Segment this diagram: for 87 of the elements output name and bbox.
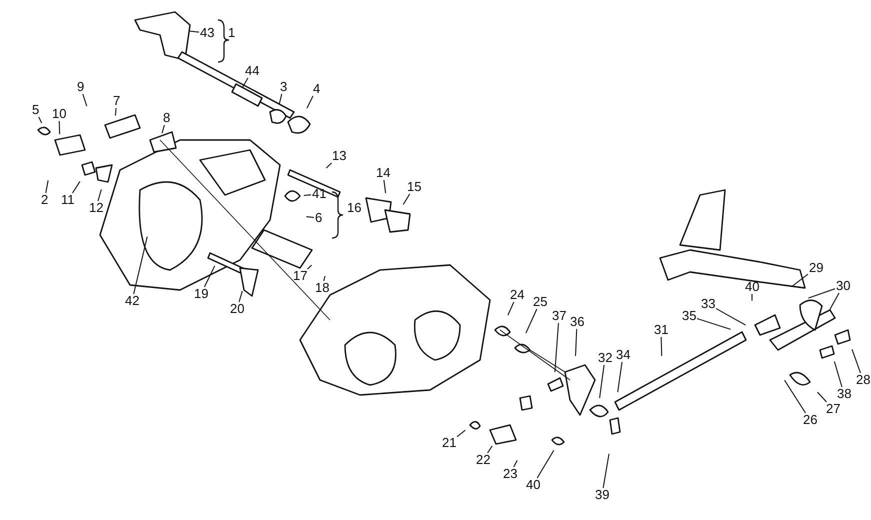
callout-number: 24 <box>509 288 526 302</box>
callout-number: 2 <box>40 193 50 207</box>
callout-number: 40 <box>744 280 760 294</box>
leader-line <box>162 124 165 134</box>
callout-number: 17 <box>292 269 308 283</box>
leader-line <box>38 116 42 124</box>
leader-line <box>326 162 332 168</box>
leader-line <box>45 180 49 194</box>
callout-number: 40 <box>525 478 542 492</box>
leader-line <box>513 460 518 468</box>
leader-line <box>242 78 248 88</box>
callout-number: 14 <box>375 166 392 180</box>
callout-number: 41 <box>311 187 328 201</box>
leader-line <box>816 392 828 402</box>
leader-line <box>599 364 605 399</box>
callout-number: 26 <box>802 413 818 427</box>
leader-line <box>278 94 282 105</box>
leader-line <box>784 380 806 414</box>
leader-line <box>98 188 102 202</box>
callout-number: 35 <box>681 309 698 323</box>
leader-line <box>808 288 836 299</box>
callout-number: 39 <box>594 488 610 502</box>
callout-number: 4 <box>312 82 322 96</box>
callout-number: 22 <box>475 453 492 467</box>
callout-number: 29 <box>808 261 824 275</box>
callout-number: 8 <box>162 111 172 125</box>
callout-number: 6 <box>314 211 324 225</box>
callout-number: 21 <box>441 436 458 450</box>
callout-number: 34 <box>615 348 632 362</box>
leader-line <box>306 96 314 109</box>
callout-number: 9 <box>76 80 86 94</box>
callout-number: 43 <box>199 26 216 40</box>
leader-line <box>303 194 312 196</box>
leader-line <box>58 120 60 135</box>
callout-number: 32 <box>597 351 614 365</box>
leader-line <box>323 276 326 282</box>
callout-number: 37 <box>551 309 568 323</box>
leader-line <box>307 264 312 270</box>
leader-line <box>487 445 493 454</box>
callout-number: 10 <box>51 107 68 121</box>
callout-number: 7 <box>112 94 122 108</box>
leader-line <box>575 328 578 356</box>
leader-line <box>829 292 840 310</box>
leader-line <box>238 290 243 302</box>
callout-number: 27 <box>825 402 842 416</box>
callout-number: 20 <box>229 302 246 316</box>
leader-line <box>188 30 200 33</box>
callout-number: 31 <box>653 323 670 337</box>
leader-line <box>536 450 554 478</box>
callout-number: 25 <box>532 295 548 309</box>
callout-number: 42 <box>124 294 140 308</box>
leader-line <box>114 108 116 116</box>
callout-number: 11 <box>60 193 76 207</box>
leader-line <box>852 348 861 374</box>
leader-line <box>834 361 842 388</box>
callout-number: 16 <box>346 201 362 215</box>
leader-line <box>554 322 559 373</box>
callout-number: 28 <box>855 373 871 387</box>
callout-number: 44 <box>244 64 260 78</box>
leader-line <box>82 94 88 107</box>
callout-number: 1 <box>227 26 236 40</box>
leader-line <box>204 265 216 288</box>
leader-line <box>525 308 538 334</box>
leader-line <box>507 302 514 316</box>
leader-line <box>791 274 808 288</box>
leader-line <box>306 216 314 218</box>
leader-line <box>72 180 80 194</box>
leader-line <box>660 336 662 356</box>
callout-number: 12 <box>88 201 104 215</box>
callout-number: 33 <box>700 297 716 311</box>
leader-line <box>716 308 746 326</box>
leader-line <box>383 180 386 194</box>
leader-line <box>602 453 610 488</box>
leader-line <box>617 362 622 393</box>
callout-number: 5 <box>31 103 40 117</box>
callout-number: 23 <box>502 467 518 481</box>
callout-number: 13 <box>331 149 348 163</box>
leader-line <box>456 430 466 438</box>
callout-number: 19 <box>193 287 210 301</box>
leader-line <box>696 318 732 330</box>
callout-number: 3 <box>279 80 288 94</box>
callout-number: 36 <box>569 315 586 329</box>
callout-number: 38 <box>836 387 852 401</box>
callout-number: 15 <box>406 180 422 194</box>
leader-line <box>402 194 410 205</box>
callout-number: 30 <box>835 279 852 293</box>
callout-number: 18 <box>314 281 330 295</box>
